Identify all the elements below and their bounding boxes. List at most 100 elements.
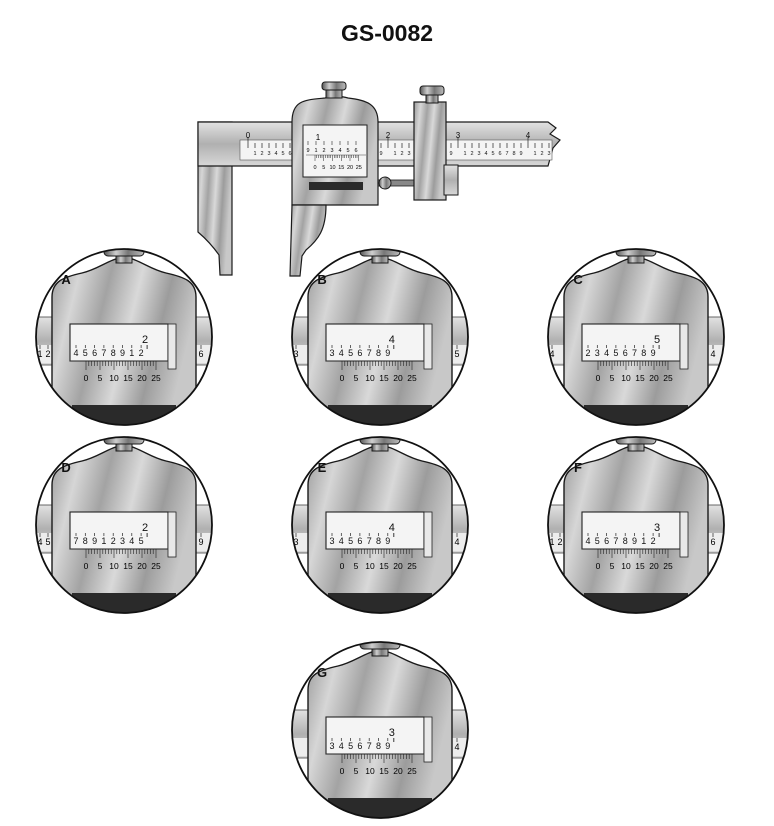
vernier-label: 15 [635,373,645,383]
window-scale-label: 7 [101,348,106,358]
window-scale-label: 6 [357,348,362,358]
window-scale-label: 2 [139,348,144,358]
window-scale-label: 2 [111,536,116,546]
option-letter: D [61,460,70,475]
vernier-label: 5 [610,561,615,571]
vernier-label: 20 [347,165,353,171]
main-scale-minor-label: 3 [407,151,410,157]
vernier-label: 20 [137,561,147,571]
main-scale-minor-label: 2 [540,151,543,157]
outside-scale-label: 4 [454,537,459,547]
outside-scale-label: 5 [454,349,459,359]
vernier-label: 15 [123,373,133,383]
dark-bar [72,593,176,613]
window-edge [167,323,177,370]
scale-window [325,323,425,362]
window-scale-label: 9 [306,148,309,154]
outside-scale-label: 1 [37,349,42,359]
main-scale-minor-label: 4 [484,151,487,157]
window-scale-label: 3 [329,348,334,358]
outside-scale-label: 3 [293,537,298,547]
main-scale-minor-label: 7 [505,151,508,157]
vernier-label: 25 [356,165,362,171]
main-scale-minor-label: 2 [470,151,473,157]
main-caliper: 0123456789112345678921234567893123456789… [197,81,561,277]
main-scale-major-label: 4 [526,131,531,140]
vernier-label: 10 [365,561,375,571]
vernier-label: 0 [340,373,345,383]
vernier-label: 0 [84,561,89,571]
dark-bar [584,593,688,613]
dark-bar [328,798,432,818]
scale-window [325,716,425,755]
vernier-label: 25 [407,561,417,571]
vernier-label: 10 [365,766,375,776]
window-scale-label: 4 [339,536,344,546]
window-scale-label: 2 [322,148,325,154]
window-edge [423,323,433,370]
window-scale-label: 6 [357,536,362,546]
option-e: 334345678940510152025E [291,436,469,614]
vernier-label: 10 [329,165,335,171]
vernier-label: 20 [393,766,403,776]
main-scale-minor-label: 1 [533,151,536,157]
magnifier-ring [291,248,469,426]
magnifier-ring [291,436,469,614]
vernier-label: 25 [151,373,161,383]
window-scale-label: 6 [357,741,362,751]
main-scale-minor-label: 6 [288,151,291,157]
magnifier-ring [35,248,213,426]
dark-bar [328,405,432,425]
window-scale-label: 9 [385,536,390,546]
window-scale-label: 5 [348,348,353,358]
magnifier-ring [291,641,469,819]
outside-scale-label: 5 [45,537,50,547]
window-scale-label: 4 [339,741,344,751]
outside-scale-label: 6 [198,349,203,359]
moving-jaw [289,204,327,277]
magnifier-ring [35,436,213,614]
main-scale-face [239,139,553,161]
main-scale-minor-label: 2 [260,151,263,157]
option-letter: B [317,272,326,287]
window-scale-label: 5 [613,348,618,358]
window-scale-label: 7 [73,536,78,546]
window-scale-label: 4 [585,536,590,546]
vernier-label: 5 [98,561,103,571]
window-scale-label: 5 [595,536,600,546]
puzzle-title: GS-0082 [340,20,434,46]
outside-scale-label: 4 [37,537,42,547]
window-scale-label: 6 [623,348,628,358]
main-scale-minor-label: 9 [449,151,452,157]
dark-bar [328,593,432,613]
vernier-label: 20 [649,373,659,383]
magnified-view: 45897891234520510152025 [36,437,212,613]
window-scale-label: 8 [376,348,381,358]
outside-scale-label: 2 [557,537,562,547]
answer-options: 12564567891220510152025A3453456789405101… [35,248,725,819]
window-scale-label: 4 [338,148,341,154]
window-major-label: 2 [142,522,148,534]
outside-scale-label: 9 [198,537,203,547]
magnified-view: 12564567891220510152025 [36,249,212,425]
window-major-label: 3 [654,522,660,534]
window-scale-label: 6 [354,148,357,154]
window-edge [679,511,689,558]
vernier-label: 25 [151,561,161,571]
option-letter: G [317,665,327,680]
vernier-label: 10 [365,373,375,383]
main-scale-minor-label: 5 [491,151,494,157]
window-scale-label: 7 [367,536,372,546]
option-g: 34345678930510152025G [291,641,469,819]
vernier-label: 20 [393,561,403,571]
vernier-label: 25 [407,766,417,776]
vernier-label: 5 [354,373,359,383]
window-scale-label: 8 [623,536,628,546]
main-scale-minor-label: 3 [477,151,480,157]
window-scale-label: 9 [651,348,656,358]
vernier-label: 5 [354,766,359,776]
outside-scale-label: 2 [45,349,50,359]
vernier-label: 25 [663,373,673,383]
window-scale-label: 1 [101,536,106,546]
window-edge [423,716,433,763]
